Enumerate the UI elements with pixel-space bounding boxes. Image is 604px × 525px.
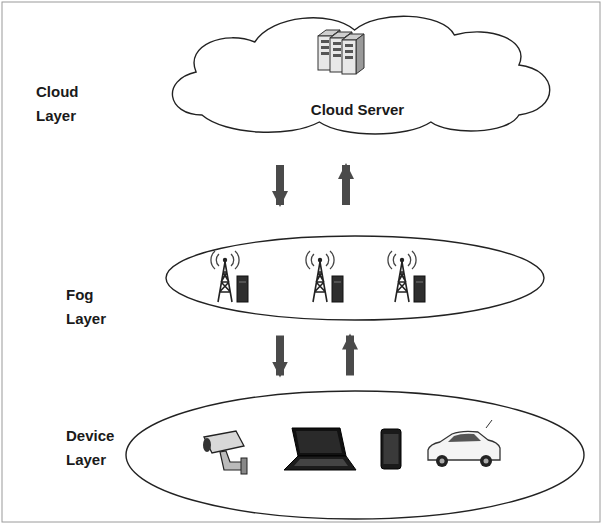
phone-icon: [381, 429, 401, 469]
ellipse-outline: [125, 390, 585, 520]
node-label: Cloud Server: [155, 98, 560, 122]
flow-arrow: [276, 336, 284, 376]
fog-node-icon: [211, 251, 248, 302]
ellipse-outline: [165, 235, 545, 321]
layer-outline: [166, 236, 544, 320]
flow-arrow: [342, 165, 350, 205]
layer-ellipse: Device Layer: [125, 390, 585, 520]
car-icon: [428, 420, 500, 467]
fog-node-icon: [306, 251, 343, 302]
laptop-icon: [284, 428, 356, 470]
layer-label: Device Layer: [66, 424, 136, 472]
layer-outline: [126, 391, 584, 519]
fog-node-icon: [388, 251, 425, 302]
layer-label: Cloud Layer: [36, 80, 98, 128]
layer-ellipse: Fog Layer: [165, 235, 545, 321]
cloud-layer: Cloud LayerCloud Server: [155, 10, 560, 135]
flow-arrow: [346, 336, 354, 376]
camera-icon: [203, 431, 247, 474]
server-icon: [318, 30, 364, 74]
layer-label: Fog Layer: [66, 283, 128, 331]
flow-arrow: [276, 165, 284, 205]
